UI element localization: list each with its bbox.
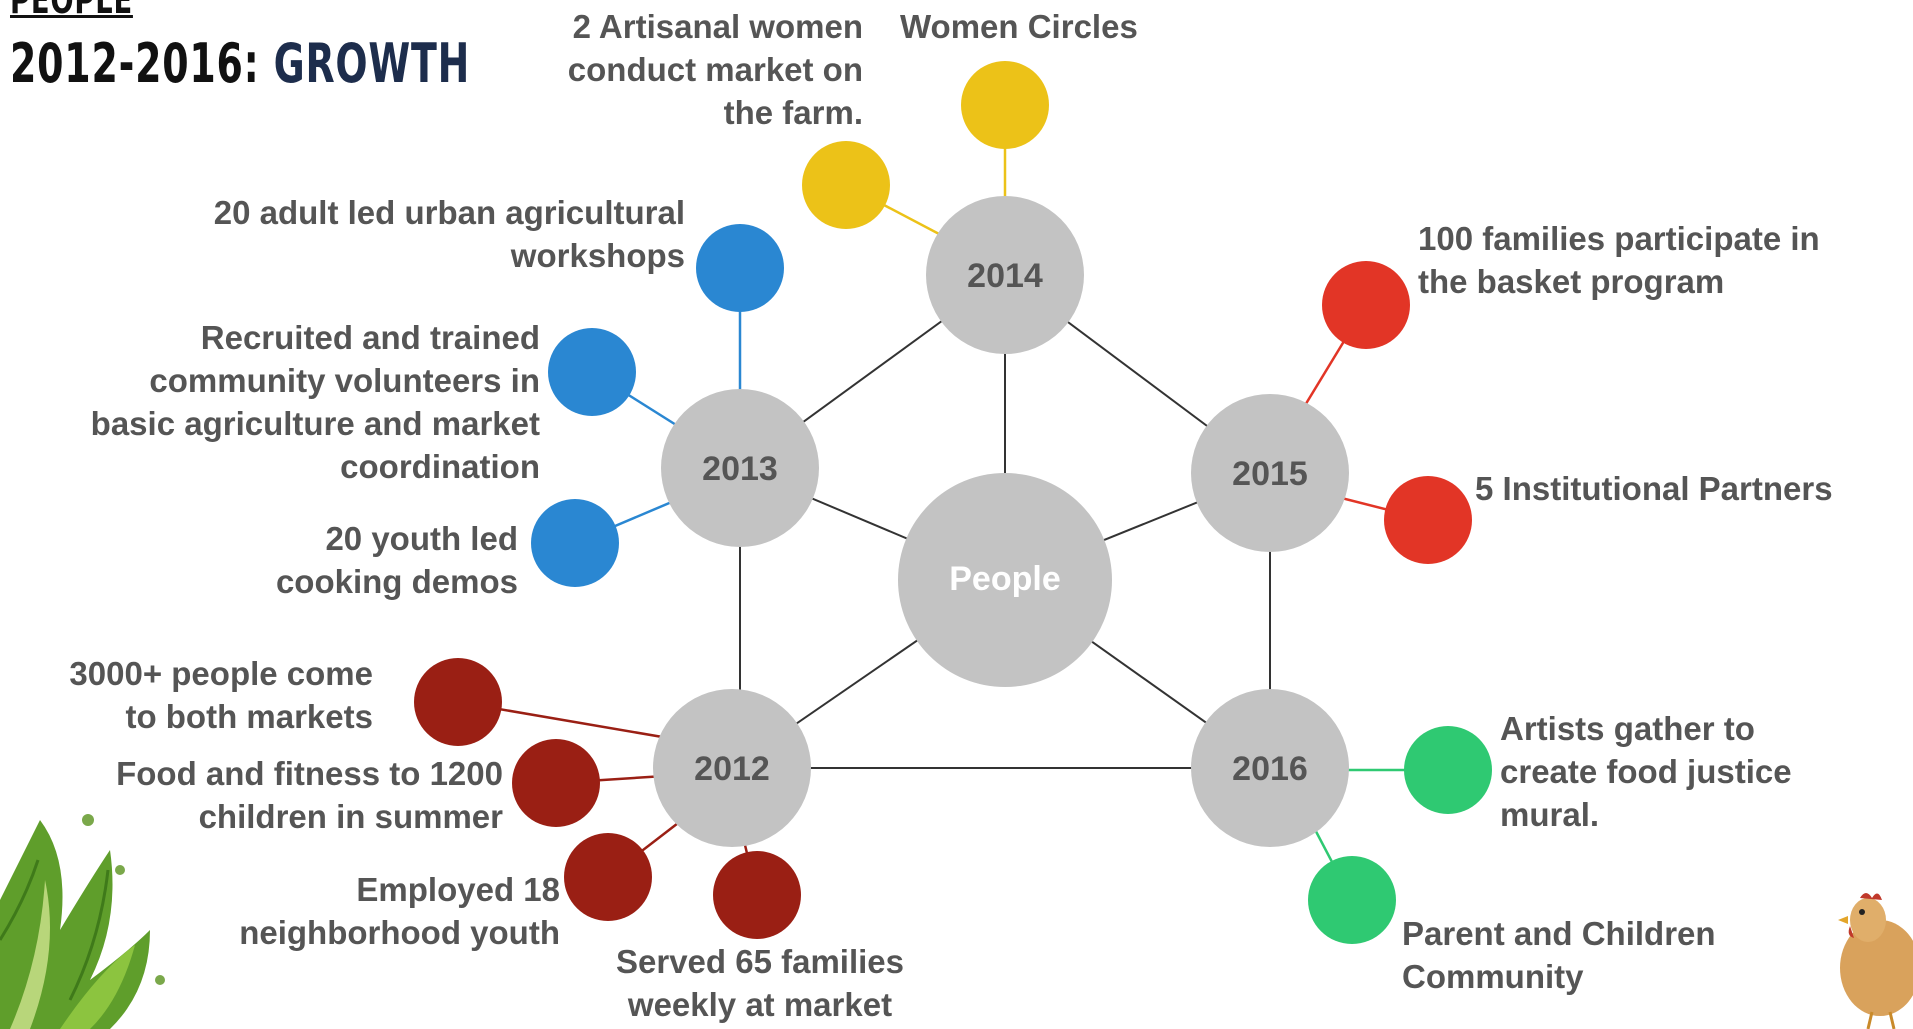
year-node-2014 [926, 196, 1084, 354]
section-heading: PEOPLE [10, 0, 133, 22]
hen-illustration [1838, 893, 1913, 1029]
label-2015-basket: 100 families participate in the basket p… [1418, 217, 1820, 303]
label-line: weekly at market [627, 986, 893, 1023]
title-theme: GROWTH [273, 32, 471, 95]
label-2012-employed: Employed 18 neighborhood youth [239, 868, 560, 954]
label-line: community volunteers in [149, 362, 540, 399]
year-label-2015: 2015 [1232, 455, 1308, 493]
label-2014-artisanal: 2 Artisanal women conduct market on the … [568, 5, 863, 134]
label-line: 20 youth led [325, 520, 518, 557]
hub-node-people [898, 473, 1112, 687]
label-line: 5 Institutional Partners [1475, 470, 1833, 507]
year-node-2016 [1191, 689, 1349, 847]
node-2016-parents [1308, 856, 1396, 944]
label-line: 3000+ people come [69, 655, 373, 692]
label-line: Parent and Children [1402, 915, 1716, 952]
node-2012-families [713, 851, 801, 939]
label-line: conduct market on [567, 51, 863, 88]
node-2014-artisanal [802, 141, 890, 229]
label-line: basic agriculture and market [90, 405, 540, 442]
label-line: create food justice [1500, 753, 1792, 790]
node-2015-partners [1384, 476, 1472, 564]
label-2015-partners: 5 Institutional Partners [1475, 467, 1833, 510]
label-line: Served 65 families [615, 943, 904, 980]
year-label-2016: 2016 [1232, 750, 1308, 788]
label-2012-families: Served 65 families weekly at market [600, 940, 920, 1026]
year-nodes [653, 196, 1349, 847]
leaf-plant-illustration [0, 814, 165, 1029]
label-2013-volunteers: Recruited and trained community voluntee… [91, 316, 540, 488]
year-node-2015 [1191, 394, 1349, 552]
label-2016-parents: Parent and Children Community [1402, 912, 1716, 998]
label-line: cooking demos [275, 563, 518, 600]
node-2012-fitness [512, 739, 600, 827]
label-2016-mural: Artists gather to create food justice mu… [1500, 707, 1792, 836]
label-line: the farm. [723, 94, 863, 131]
label-line: 100 families participate in [1418, 220, 1820, 257]
node-2014-women-circles [961, 61, 1049, 149]
title-years: 2012-2016: [10, 32, 260, 95]
node-2013-cooking [531, 499, 619, 587]
label-line: workshops [510, 237, 685, 274]
leaf-nodes [414, 61, 1492, 944]
page-title: 2012-2016: GROWTH [10, 32, 470, 95]
node-2013-volunteers [548, 328, 636, 416]
label-line: Artists gather to [1500, 710, 1755, 747]
year-label-2013: 2013 [702, 450, 778, 488]
label-2013-cooking: 20 youth led cooking demos [276, 517, 518, 603]
node-2013-workshops [696, 224, 784, 312]
label-2012-markets: 3000+ people come to both markets [69, 652, 373, 738]
label-line: 2 Artisanal women [572, 8, 863, 45]
hub-label: People [949, 560, 1060, 598]
label-line: to both markets [125, 698, 373, 735]
label-line: 20 adult led urban agricultural [213, 194, 685, 231]
label-2012-fitness: Food and fitness to 1200 children in sum… [116, 752, 503, 838]
label-line: Women Circles [900, 8, 1138, 45]
node-2016-mural [1404, 726, 1492, 814]
node-2015-basket [1322, 261, 1410, 349]
label-line: Employed 18 [356, 871, 560, 908]
label-line: Community [1402, 958, 1584, 995]
label-line: coordination [340, 448, 540, 485]
label-line: children in summer [198, 798, 503, 835]
year-label-2014: 2014 [967, 257, 1043, 295]
node-2012-markets [414, 658, 502, 746]
year-labels: 2014 2013 2015 2012 2016 [694, 257, 1308, 788]
label-line: neighborhood youth [239, 914, 560, 951]
year-node-2012 [653, 689, 811, 847]
label-line: Recruited and trained [200, 319, 540, 356]
label-2013-workshops: 20 adult led urban agricultural workshop… [214, 191, 685, 277]
label-line: mural. [1500, 796, 1600, 833]
label-line: the basket program [1418, 263, 1725, 300]
label-2014-women-circles: Women Circles [900, 5, 1138, 48]
node-2012-employed [564, 833, 652, 921]
label-line: Food and fitness to 1200 [116, 755, 503, 792]
year-node-2013 [661, 389, 819, 547]
year-label-2012: 2012 [694, 750, 770, 788]
